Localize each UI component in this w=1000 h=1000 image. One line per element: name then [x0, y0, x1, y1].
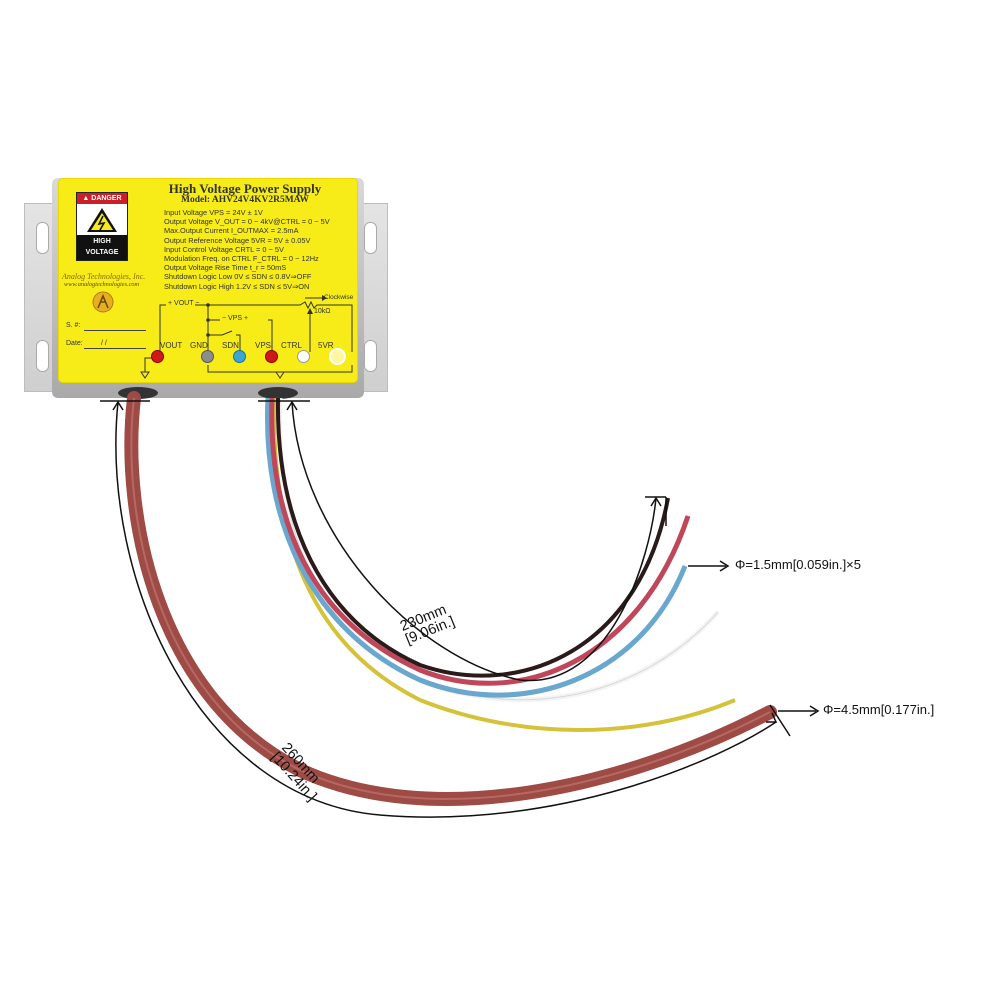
spec-line: Output Voltage V_OUT = 0 ~ 4kV@CTRL = 0 …: [164, 217, 330, 227]
spec-line: Output Voltage Rise Time t_r = 50mS: [164, 263, 287, 273]
schematic-vout-label: + VOUT −: [168, 300, 200, 307]
mounting-slot: [36, 340, 49, 372]
mounting-slot: [364, 222, 377, 254]
pin-ctrl: [298, 351, 309, 362]
potentiometer-label: 10kΩ: [314, 308, 331, 315]
pin-label-sdn: SDN: [222, 341, 239, 350]
spec-line: Max.Output Current I_OUTMAX = 2.5mA: [164, 226, 299, 236]
signal-cable-grommet: [258, 387, 298, 399]
company-name: Analog Technologies, Inc.: [62, 272, 146, 281]
diameter-signal-wires: Φ=1.5mm[0.059in.]×5: [735, 557, 862, 572]
spec-line: Input Voltage VPS = 24V ± 1V: [164, 208, 263, 217]
dim-arc-260: [115, 401, 777, 818]
date-line: [84, 348, 146, 349]
product-model: Model: AHV24V4KV2R5MAW: [181, 195, 309, 205]
pin-vps: [266, 351, 277, 362]
spec-line: Modulation Freq. on CTRL F_CTRL = 0 ~ 12…: [164, 254, 319, 264]
signal-wire-blue: [265, 397, 688, 698]
pin-5vr: [331, 350, 344, 363]
spec-line: Shutdown Logic High 1.2V ≤ SDN ≤ 5V⇒ON: [164, 281, 310, 291]
pin-gnd: [202, 351, 213, 362]
high-voltage-icon: [87, 208, 117, 232]
serial-number-label: S. #:: [66, 322, 81, 329]
pin-sdn: [234, 351, 245, 362]
signal-wire-red: [269, 397, 691, 686]
danger-label: ▲ DANGER HIGH VOLTAGE: [76, 192, 128, 261]
spec-line: Output Reference Voltage 5VR = 5V ± 0.05…: [164, 235, 311, 245]
danger-footer: HIGH VOLTAGE: [77, 235, 127, 260]
dim-arc-230: [291, 401, 657, 682]
company-website: www.analogtechnologies.com: [64, 281, 140, 288]
hv-cable: [124, 391, 777, 806]
pin-label-5vr: 5VR: [318, 341, 334, 350]
mounting-slot: [364, 340, 377, 372]
pin-label-vps: VPS: [255, 341, 272, 350]
pin-vout: [152, 351, 163, 362]
spec-line: Shutdown Logic Low 0V ≤ SDN ≤ 0.8V⇒OFF: [164, 272, 312, 282]
pin-label-gnd: GND: [190, 341, 208, 350]
spec-list: Input Voltage VPS = 24V ± 1V Output Volt…: [164, 208, 330, 291]
pin-label-vout: VOUT: [160, 341, 183, 350]
date-label: Date:: [66, 340, 83, 347]
diameter-hv-cable: Φ=4.5mm[0.177in.]: [823, 702, 935, 717]
schematic-vps-label: − VPS +: [222, 315, 249, 322]
warning-triangle-icon: ▲: [82, 195, 92, 202]
serial-number-line: [84, 330, 146, 331]
pin-label-ctrl: CTRL: [281, 341, 302, 350]
product-title: High Voltage Power Supply: [168, 181, 322, 196]
danger-header: ▲ DANGER: [77, 193, 127, 204]
mounting-slot: [36, 222, 49, 254]
date-slashes: / /: [101, 340, 107, 347]
spec-line: Input Control Voltage CRTL = 0 ~ 5V: [164, 244, 284, 254]
company-logo-icon: [92, 291, 114, 313]
signal-wire-black: [275, 397, 670, 678]
clockwise-label: Clockwise: [324, 294, 354, 301]
